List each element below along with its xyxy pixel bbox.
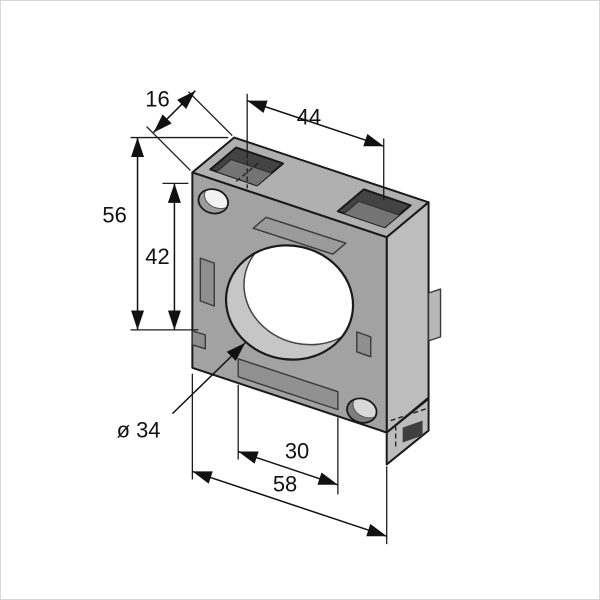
dim-depth-16: 16: [145, 87, 233, 171]
dim-label-overall-height: 56: [102, 202, 126, 227]
dim-label-body-height: 42: [145, 244, 169, 269]
right-molded-notch: [356, 331, 372, 358]
dim-overall-width-58: 58: [191, 373, 388, 545]
part-right-face: [385, 201, 430, 434]
side-clip-tab: [427, 288, 442, 342]
bracket-body: [191, 136, 442, 466]
left-molded-slot: [199, 257, 215, 307]
dim-label-bore-diameter: ø 34: [117, 418, 161, 443]
dim-label-depth: 16: [145, 87, 169, 112]
latch-hidden-edges: [390, 407, 427, 447]
dim-label-slot-width: 30: [285, 438, 309, 463]
pocket-center-hidden-lines: [235, 160, 260, 189]
dim-bore-diameter-34: ø 34: [117, 342, 246, 443]
bore-front-edge: [224, 244, 355, 361]
dimension-annotations: 16 44 56 42 ø 34 30: [102, 87, 388, 545]
dim-label-hole-spacing: 44: [297, 105, 321, 130]
dim-hole-spacing-44: 44: [235, 93, 385, 201]
dim-overall-height-56: 56: [102, 136, 229, 331]
dim-label-overall-width: 58: [273, 471, 297, 496]
left-edge-step: [191, 330, 207, 350]
latch-notch: [402, 420, 423, 443]
front-recess-panel: [252, 216, 347, 255]
bottom-molded-slot: [237, 358, 339, 411]
dim-body-height-42: 42: [145, 182, 189, 330]
